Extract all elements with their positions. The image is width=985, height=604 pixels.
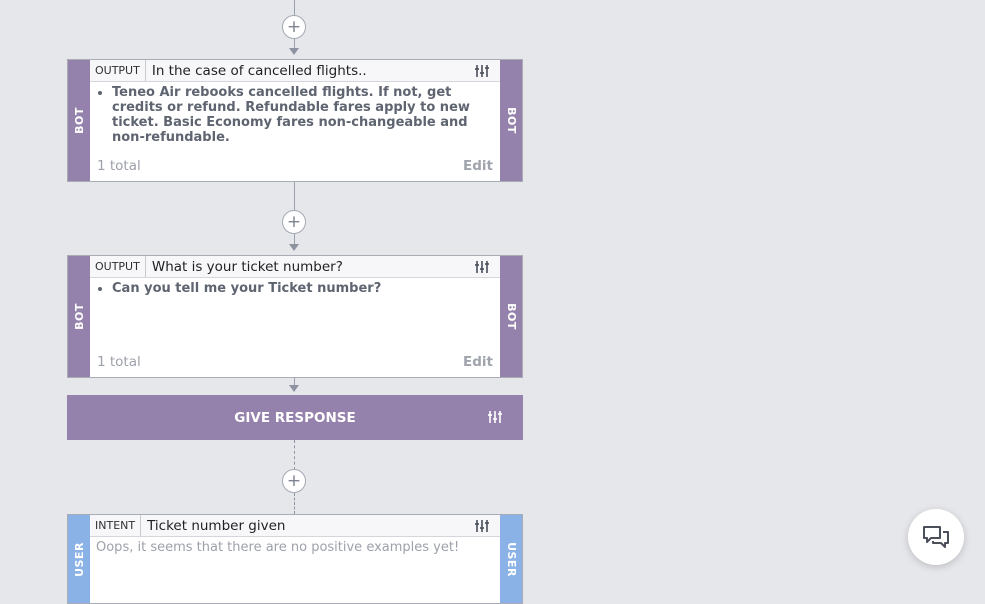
add-node-button[interactable]: + bbox=[282, 210, 306, 234]
flow-connector-dashed bbox=[294, 493, 295, 514]
chat-button[interactable] bbox=[908, 509, 964, 565]
node-title[interactable]: What is your ticket number? bbox=[151, 258, 343, 275]
bot-side-label: BOT bbox=[68, 256, 90, 377]
node-type-label: OUTPUT bbox=[90, 60, 146, 81]
user-side-label: USER bbox=[68, 515, 90, 603]
list-item: Teneo Air rebooks cancelled flights. If … bbox=[112, 85, 492, 145]
flow-connector bbox=[294, 378, 295, 386]
node-type-label: INTENT bbox=[90, 515, 142, 536]
node-header: OUTPUT In the case of cancelled flights.… bbox=[90, 60, 500, 82]
flow-connector-dashed bbox=[294, 440, 295, 470]
total-count: 1 total bbox=[97, 354, 141, 370]
add-node-button[interactable]: + bbox=[282, 15, 306, 39]
output-list: Teneo Air rebooks cancelled flights. If … bbox=[90, 82, 500, 145]
node-title[interactable]: In the case of cancelled flights.. bbox=[151, 62, 367, 79]
output-node-cancelled-flights[interactable]: BOT BOT OUTPUT In the case of cancelled … bbox=[67, 59, 523, 182]
total-count: 1 total bbox=[97, 158, 141, 174]
edit-button[interactable]: Edit bbox=[463, 158, 493, 174]
arrow-down-icon bbox=[289, 244, 299, 251]
node-body: Can you tell me your Ticket number? 1 to… bbox=[90, 278, 500, 377]
bot-side-label: BOT bbox=[500, 256, 522, 377]
sliders-icon[interactable] bbox=[474, 260, 490, 274]
flow-connector bbox=[294, 234, 295, 244]
sliders-icon[interactable] bbox=[474, 519, 490, 533]
empty-examples-message: Oops, it seems that there are no positiv… bbox=[96, 540, 460, 555]
node-header: INTENT Ticket number given bbox=[90, 515, 500, 537]
flow-connector bbox=[294, 182, 295, 211]
list-item: Can you tell me your Ticket number? bbox=[112, 281, 492, 296]
intent-node-ticket-number[interactable]: USER USER INTENT Ticket number given Oop… bbox=[67, 514, 523, 604]
plus-icon: + bbox=[286, 16, 302, 37]
give-response-label: GIVE RESPONSE bbox=[234, 409, 356, 426]
node-body: Teneo Air rebooks cancelled flights. If … bbox=[90, 82, 500, 181]
sliders-icon[interactable] bbox=[474, 64, 490, 78]
bot-side-label: BOT bbox=[500, 60, 522, 181]
node-title[interactable]: Ticket number given bbox=[147, 517, 286, 534]
bot-side-label: BOT bbox=[68, 60, 90, 181]
arrow-down-icon bbox=[289, 385, 299, 392]
give-response-bar[interactable]: GIVE RESPONSE bbox=[67, 395, 523, 440]
plus-icon: + bbox=[286, 470, 302, 491]
node-header: OUTPUT What is your ticket number? bbox=[90, 256, 500, 278]
plus-icon: + bbox=[286, 211, 302, 232]
node-body: Oops, it seems that there are no positiv… bbox=[90, 537, 500, 603]
sliders-icon[interactable] bbox=[487, 410, 503, 424]
flow-connector bbox=[294, 39, 295, 48]
chat-bubbles-icon bbox=[923, 526, 949, 548]
edit-button[interactable]: Edit bbox=[463, 354, 493, 370]
arrow-down-icon bbox=[289, 48, 299, 55]
output-list: Can you tell me your Ticket number? bbox=[90, 278, 500, 296]
output-node-ticket-number[interactable]: BOT BOT OUTPUT What is your ticket numbe… bbox=[67, 255, 523, 378]
add-node-button[interactable]: + bbox=[282, 469, 306, 493]
user-side-label: USER bbox=[500, 515, 522, 603]
node-type-label: OUTPUT bbox=[90, 256, 146, 277]
flow-connector bbox=[294, 0, 295, 16]
